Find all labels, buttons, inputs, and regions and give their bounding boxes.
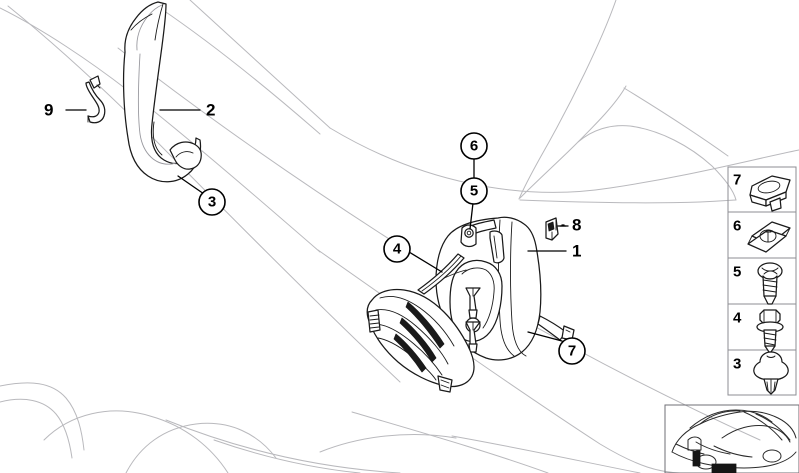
legend-number-6: 6 <box>733 218 741 235</box>
legend-item-3[interactable]: 3 <box>733 351 789 395</box>
callout-label-5: 5 <box>470 183 478 200</box>
callout-label-6: 6 <box>470 138 478 155</box>
callout-label-4: 4 <box>393 241 402 258</box>
vehicle-outline <box>671 409 797 470</box>
callout-label-1: 1 <box>572 242 581 261</box>
thumbnail-frame <box>664 404 799 473</box>
trim-cap-cover-icon <box>749 175 791 212</box>
callout-circle-5 <box>460 177 488 205</box>
callout-leaders <box>65 109 569 342</box>
callout-label-3: 3 <box>208 194 216 211</box>
legend-number-3: 3 <box>733 356 741 373</box>
legend-item-7[interactable]: 7 <box>733 172 791 212</box>
pan-head-tapping-screw-icon <box>757 262 783 305</box>
callout-label-7: 7 <box>568 343 576 360</box>
callout-label-9: 9 <box>44 101 53 120</box>
clip-nut-plate-icon <box>747 221 791 253</box>
legend-frame <box>727 166 797 396</box>
highlighted-area <box>692 449 737 473</box>
callout-label-2: 2 <box>206 101 215 120</box>
callout-label-8: 8 <box>572 216 581 235</box>
part-retaining-clip <box>85 75 106 124</box>
flanged-hex-screw-icon <box>756 309 784 353</box>
legend-column: 7 6 <box>727 166 797 396</box>
callout-circle-7 <box>558 337 586 365</box>
vehicle-location-thumbnail[interactable] <box>664 404 799 473</box>
part-a-pillar-trim <box>122 1 202 183</box>
legend-number-5: 5 <box>733 264 741 281</box>
legend-item-4[interactable]: 4 <box>733 309 784 353</box>
callout-markers: 9 2 3 6 5 4 8 1 7 <box>44 101 586 365</box>
part-small-bracket-clip <box>545 217 559 241</box>
part-lower-footwell-cover <box>366 253 475 393</box>
expanding-rivet-clip-icon <box>753 351 789 395</box>
part-expanding-rivets-loose <box>465 287 481 353</box>
callout-circle-4 <box>383 235 411 263</box>
legend-number-4: 4 <box>733 310 742 327</box>
callout-circle-3 <box>198 188 226 216</box>
legend-number-7: 7 <box>733 172 741 189</box>
legend-item-6[interactable]: 6 <box>733 218 791 253</box>
legend-item-5[interactable]: 5 <box>733 262 783 305</box>
callout-circle-6 <box>460 132 488 160</box>
